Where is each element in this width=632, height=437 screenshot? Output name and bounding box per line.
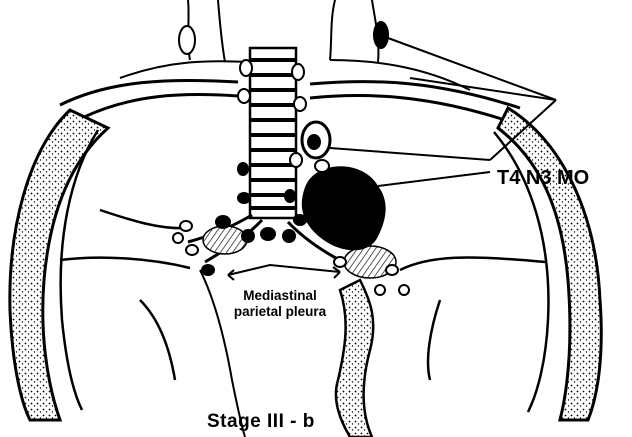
- left-hilum: [203, 226, 247, 254]
- staging-label: T4 N3 MO: [497, 167, 589, 190]
- tumor-notch: [388, 206, 408, 214]
- stage-caption: Stage III - b: [207, 411, 315, 433]
- right-chest-wall: [498, 108, 601, 420]
- leader-lines: [330, 38, 556, 186]
- left-chest-wall: [10, 110, 108, 420]
- tumor-mass: [302, 166, 386, 250]
- right-mediastinal-border: [336, 280, 373, 437]
- pleura-arrows: [228, 265, 340, 280]
- pleura-label-line2: parietal pleura: [228, 304, 332, 320]
- aortic-arch: [302, 122, 330, 158]
- pleura-label: Mediastinal parietal pleura: [228, 288, 332, 320]
- pleura-label-line1: Mediastinal: [228, 288, 332, 304]
